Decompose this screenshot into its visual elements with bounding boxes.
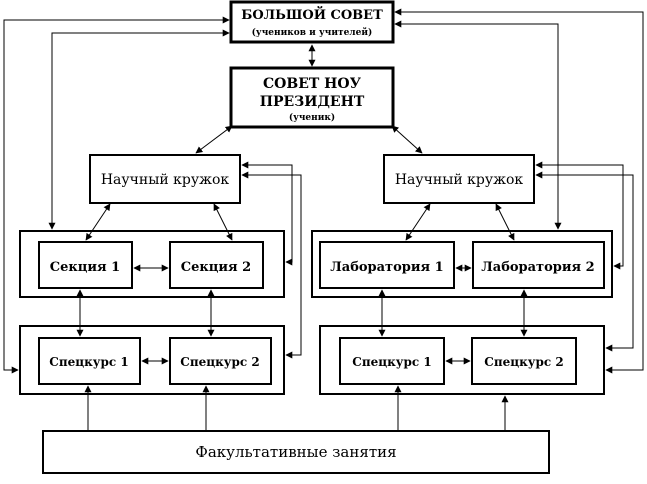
loop-council-to-right-labs (394, 20, 562, 230)
arrow-nou-to-left-circle (195, 125, 233, 154)
lab-2-label: Лаборатория 2 (481, 260, 594, 275)
lab-2-box: Лаборатория 2 (472, 241, 605, 289)
lab-1-box: Лаборатория 1 (319, 241, 455, 289)
right-course-1-label: Спецкурс 1 (352, 355, 431, 369)
left-course-2-box: Спецкурс 2 (169, 337, 272, 385)
bolshoy-sovet-subtitle: (учеников и учителей) (252, 27, 373, 38)
right-course-2-label: Спецкурс 2 (484, 355, 563, 369)
sovet-nou-title: СОВЕТ НОУ (263, 76, 362, 92)
student-label: (ученик) (289, 112, 335, 123)
section-1-label: Секция 1 (50, 260, 120, 275)
section-2-box: Секция 2 (169, 241, 264, 289)
right-course-1-box: Спецкурс 1 (339, 337, 445, 385)
left-science-circle-label: Научный кружок (101, 172, 230, 188)
loop-right-circle-to-labs (535, 161, 624, 270)
lab-1-label: Лаборатория 1 (330, 260, 443, 275)
loop-council-to-left-courses (3, 16, 230, 374)
electives-label: Факультативные занятия (195, 443, 396, 461)
section-2-label: Секция 2 (181, 260, 251, 275)
left-course-1-box: Спецкурс 1 (38, 337, 141, 385)
electives-box: Факультативные занятия (42, 430, 550, 474)
loop-left-circle-to-courses (241, 171, 302, 359)
arrow-nou-to-right-circle (391, 125, 423, 154)
right-science-circle-label: Научный кружок (395, 172, 524, 188)
loop-council-to-left-sections (48, 29, 230, 230)
president-label: ПРЕЗИДЕНТ (260, 94, 365, 110)
bolshoy-sovet-title: БОЛЬШОЙ СОВЕТ (241, 6, 383, 23)
left-science-circle-box: Научный кружок (89, 154, 241, 204)
left-course-2-label: Спецкурс 2 (180, 355, 259, 369)
bolshoy-sovet-box: БОЛЬШОЙ СОВЕТ (учеников и учителей) (229, 0, 395, 44)
left-course-1-label: Спецкурс 1 (49, 355, 128, 369)
right-science-circle-box: Научный кружок (383, 154, 535, 204)
sovet-nou-box: СОВЕТ НОУ ПРЕЗИДЕНТ (ученик) (229, 66, 395, 129)
loop-council-to-right-courses (394, 8, 644, 374)
loop-right-circle-to-courses (535, 171, 634, 352)
right-course-2-box: Спецкурс 2 (471, 337, 577, 385)
section-1-box: Секция 1 (38, 241, 133, 289)
